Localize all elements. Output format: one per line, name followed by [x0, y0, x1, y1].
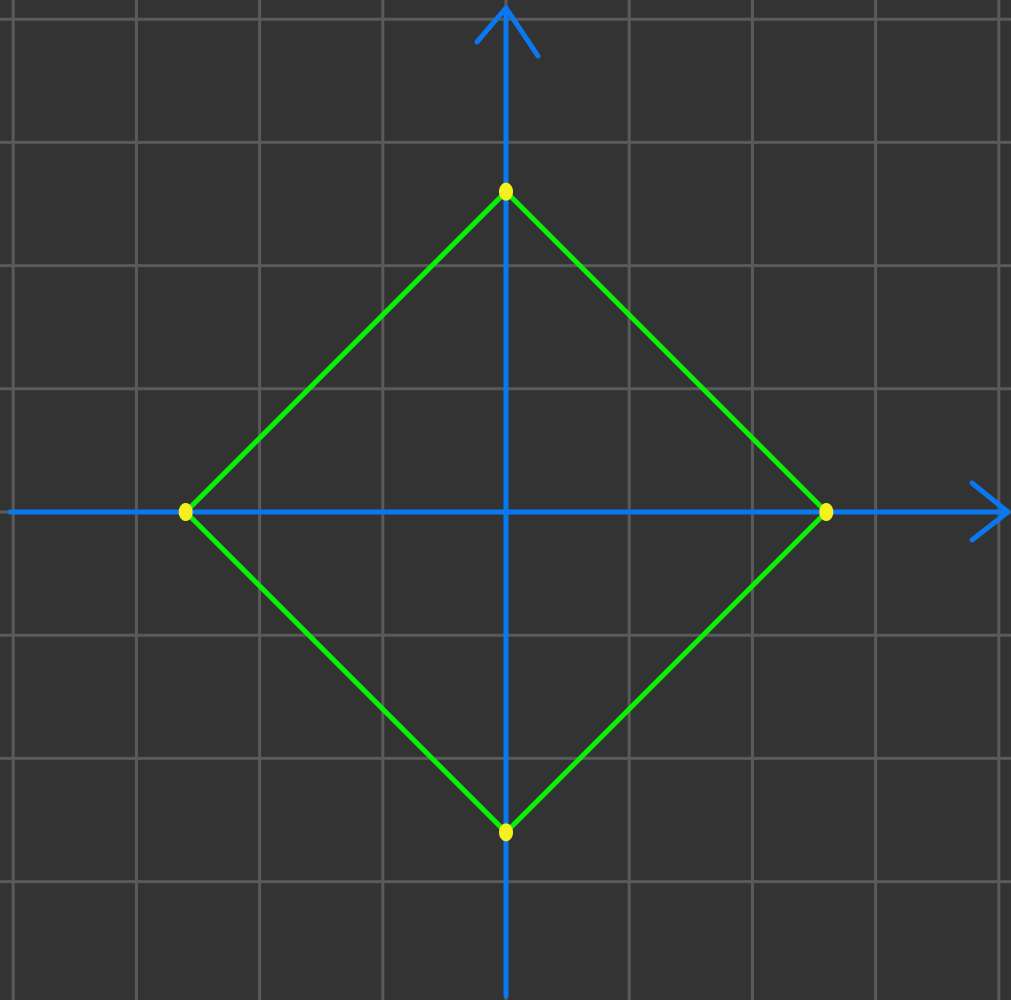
x-axis-arrowhead [969, 480, 1011, 543]
vertex-point-right [819, 503, 834, 521]
diamond-edge-bottom-left [183, 509, 509, 835]
vertex-point-left [178, 503, 193, 521]
diamond-edge-left-top [183, 189, 509, 515]
vertex-points [178, 182, 834, 842]
diamond-edge-top-right [503, 189, 829, 515]
diamond-shape [183, 189, 829, 835]
vertex-point-top [499, 182, 513, 201]
vertex-point-bottom [499, 823, 513, 842]
diamond-edge-right-bottom [503, 509, 829, 835]
y-axis-arrowhead [474, 5, 541, 59]
